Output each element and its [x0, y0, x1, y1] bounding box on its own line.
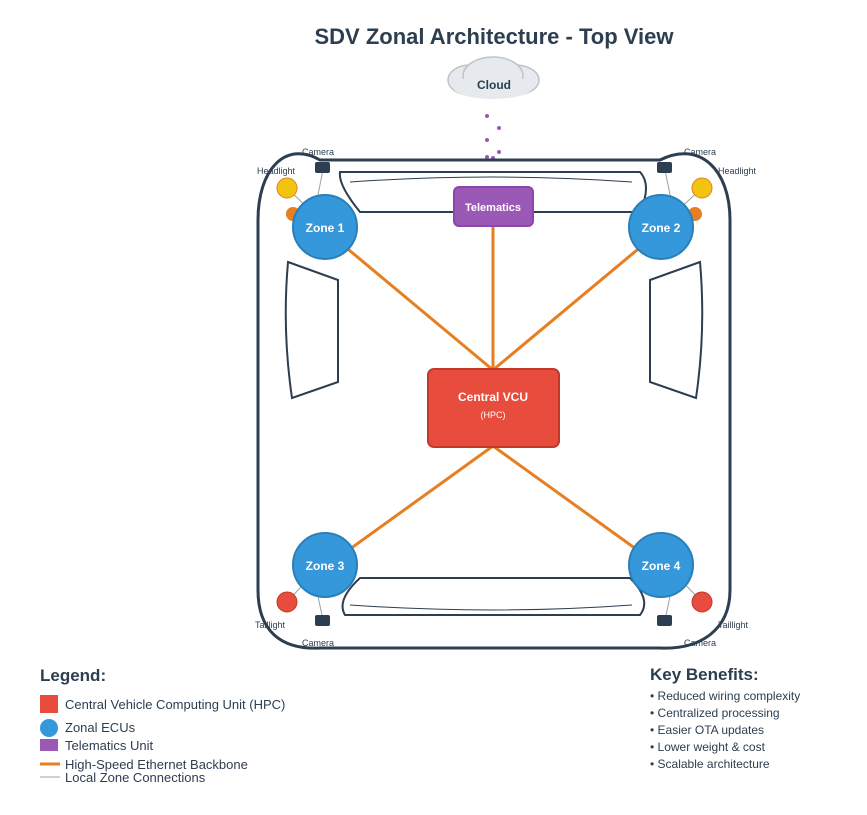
camera-icon: [315, 162, 330, 173]
camera-label: Camera: [302, 638, 334, 648]
cloud-label: Cloud: [477, 78, 511, 92]
legend-item: Local Zone Connections: [65, 770, 206, 785]
zone-label: Zone 2: [642, 221, 681, 235]
camera-label: Camera: [302, 147, 334, 157]
benefit-item: • Centralized processing: [650, 706, 780, 720]
zone-1: Zone 1: [292, 194, 358, 260]
legend-item: Telematics Unit: [65, 738, 154, 753]
zone-4: Zone 4: [628, 532, 694, 598]
right-window: [649, 260, 704, 400]
camera-label: Camera: [684, 638, 716, 648]
benefit-item: • Reduced wiring complexity: [650, 689, 800, 703]
rear-windshield-line: [349, 604, 633, 611]
rear-windshield: [341, 577, 646, 616]
benefit-item: • Scalable architecture: [650, 757, 770, 771]
cloud-icon: [447, 56, 540, 99]
zone-label: Zone 1: [306, 221, 345, 235]
telematics-label: Telematics: [465, 202, 521, 214]
legend-swatch-telematics: [40, 739, 58, 751]
key-benefits: Key Benefits: • Reduced wiring complexit…: [650, 665, 800, 771]
central-vcu-label: Central VCU: [458, 390, 528, 404]
zone-3: Zone 3: [292, 532, 358, 598]
benefit-item: • Easier OTA updates: [650, 723, 764, 737]
legend-title: Legend:: [40, 666, 106, 685]
camera-icon: [315, 615, 330, 626]
zone-label: Zone 4: [642, 559, 681, 573]
zone-label: Zone 3: [306, 559, 345, 573]
legend-item: High-Speed Ethernet Backbone: [65, 757, 248, 772]
zone-2: Zone 2: [628, 194, 694, 260]
central-vcu-sublabel: (HPC): [481, 410, 506, 420]
taillight-icon: [276, 591, 298, 613]
central-vcu: Central VCU (HPC): [427, 368, 560, 448]
headlight-label: Headlight: [257, 166, 296, 176]
benefits-title: Key Benefits:: [650, 665, 759, 684]
headlight-icon: [691, 177, 713, 199]
wireless-link: [485, 114, 501, 160]
taillight-label: Taillight: [255, 620, 286, 630]
legend-swatch-hpc: [40, 695, 58, 713]
legend-item: Central Vehicle Computing Unit (HPC): [65, 697, 285, 712]
headlight-label: Headlight: [718, 166, 757, 176]
headlight-icon: [276, 177, 298, 199]
front-windshield-line: [349, 176, 633, 183]
legend: Legend: Central Vehicle Computing Unit (…: [40, 666, 285, 785]
page-title: SDV Zonal Architecture - Top View: [315, 24, 675, 49]
taillight-icon: [691, 591, 713, 613]
legend-swatch-zone: [40, 719, 58, 737]
camera-icon: [657, 615, 672, 626]
camera-icon: [657, 162, 672, 173]
telematics-unit: Telematics: [453, 186, 534, 227]
left-window: [284, 260, 339, 400]
camera-label: Camera: [684, 147, 716, 157]
legend-item: Zonal ECUs: [65, 720, 136, 735]
ethernet-backbone: [324, 225, 662, 569]
benefit-item: • Lower weight & cost: [650, 740, 766, 754]
taillight-label: Taillight: [718, 620, 749, 630]
